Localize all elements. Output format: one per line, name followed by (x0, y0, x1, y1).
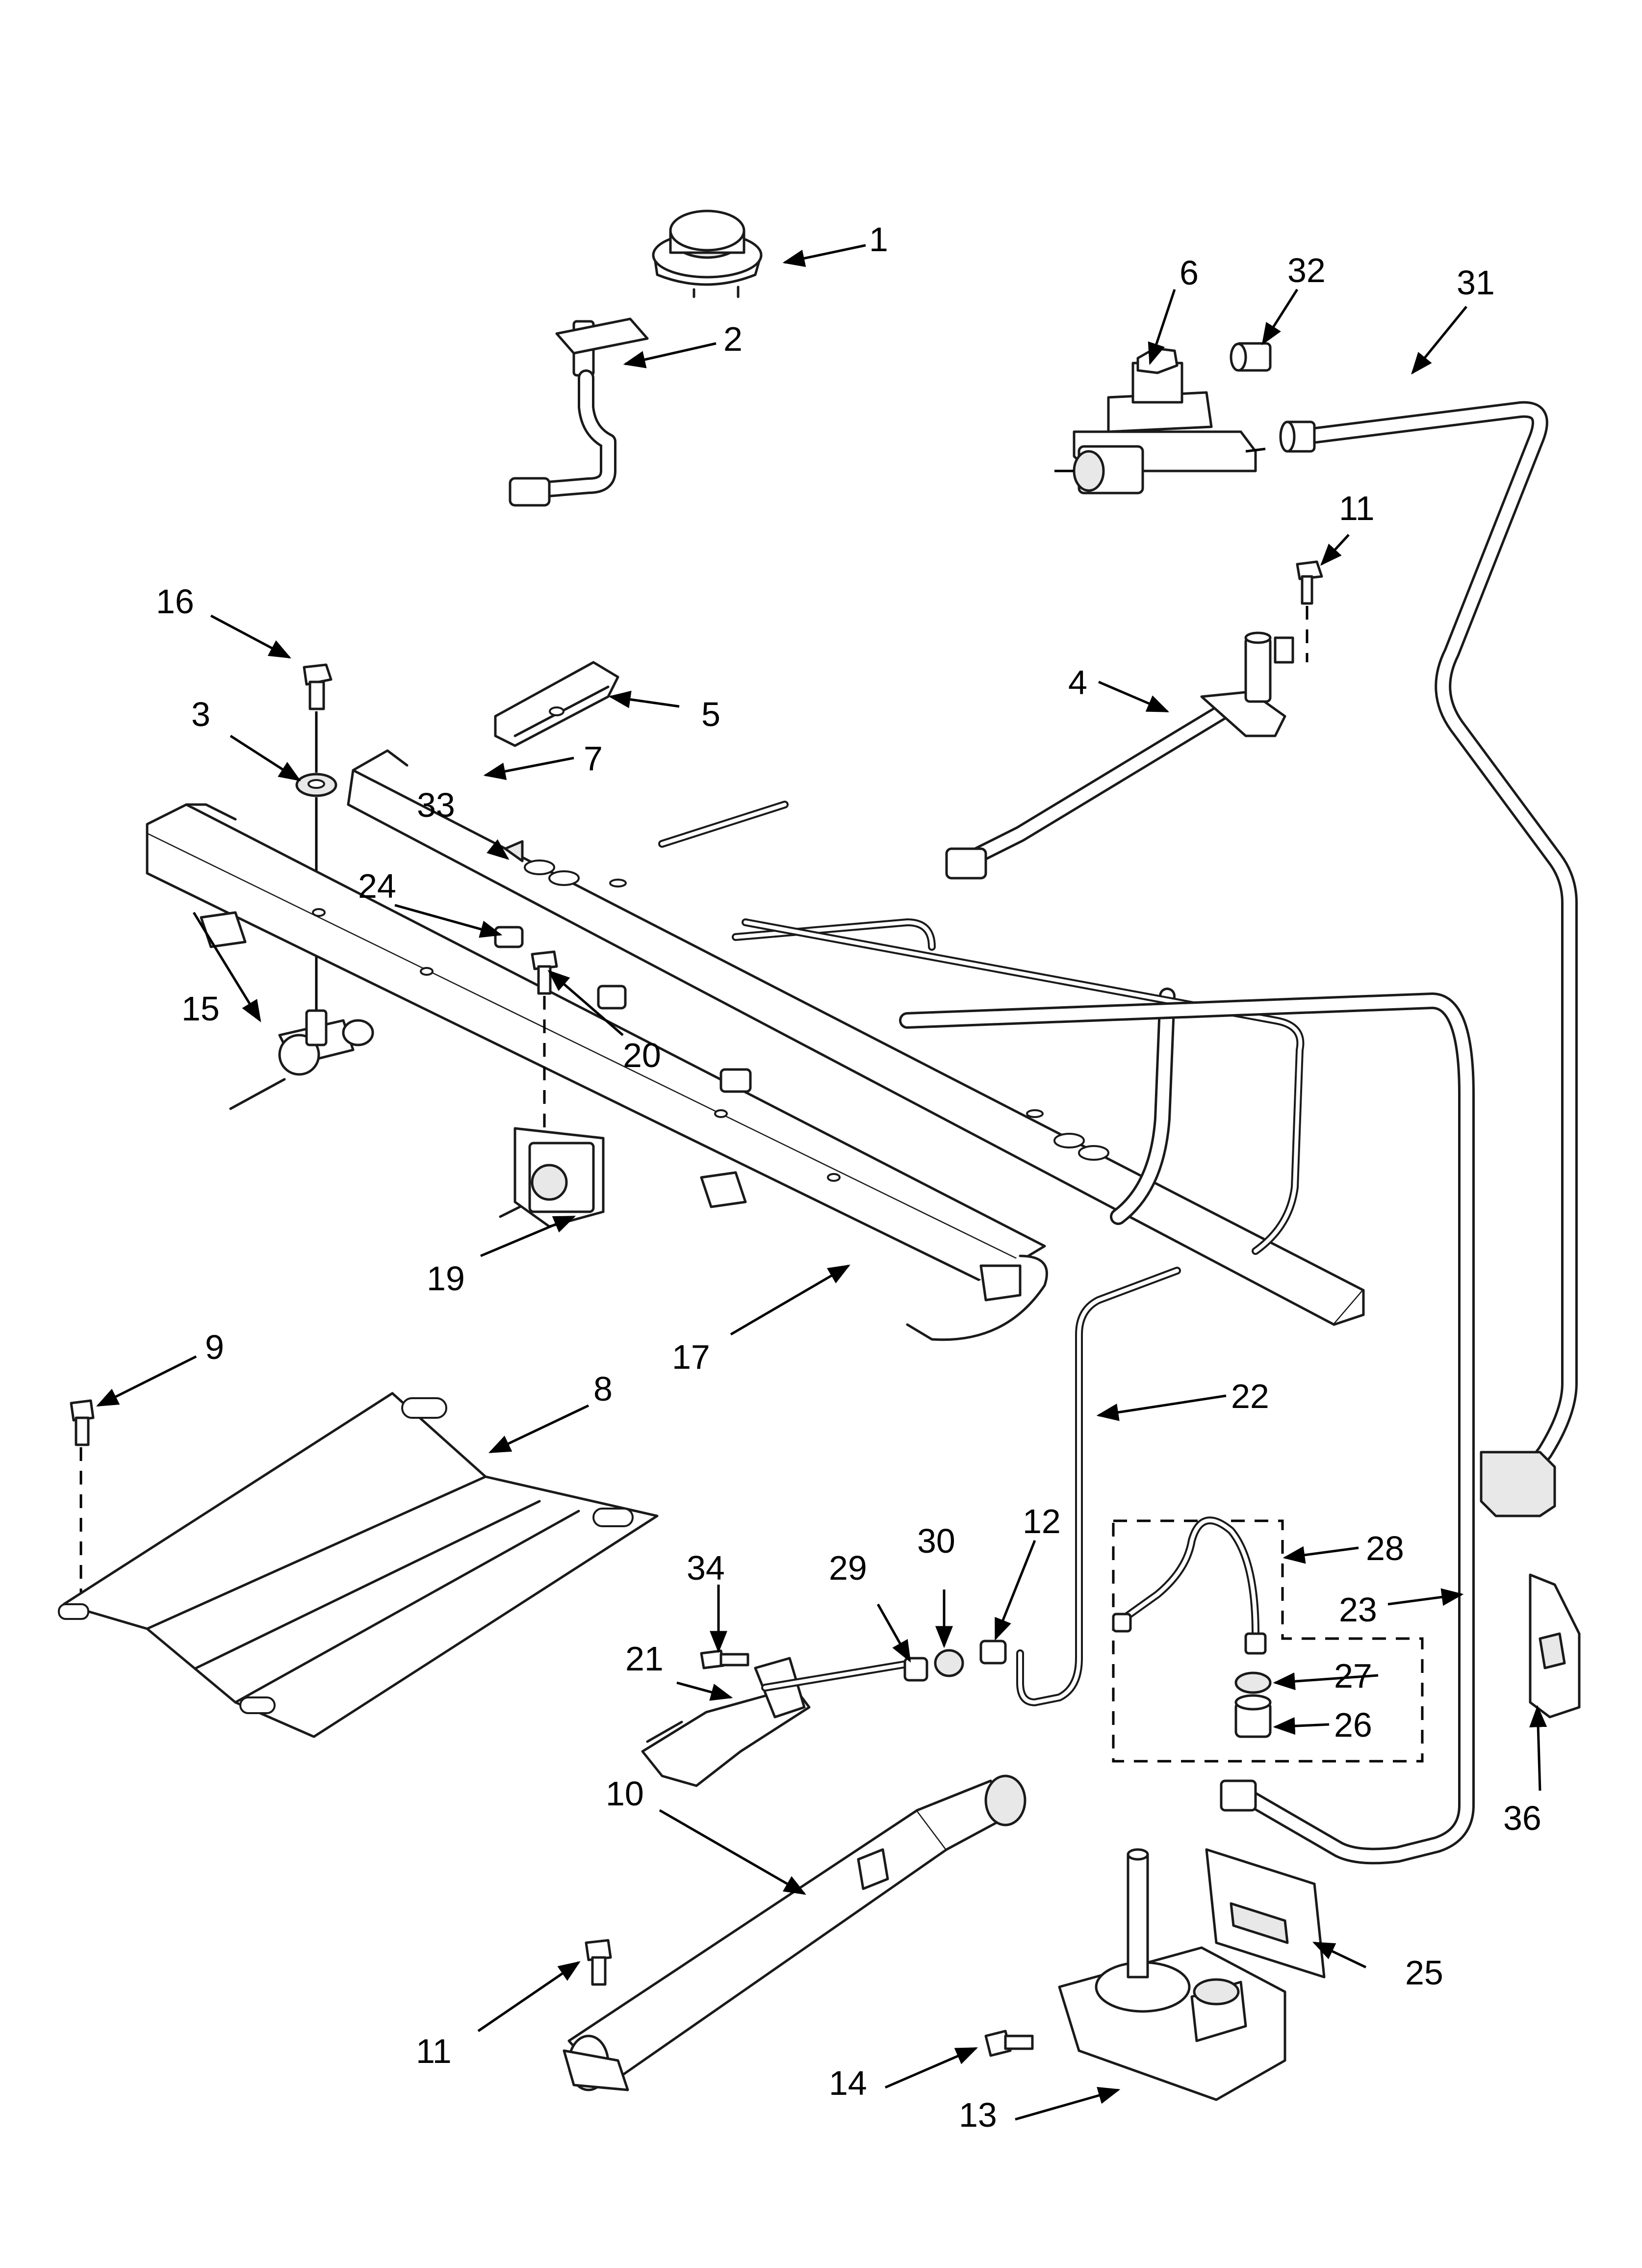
plate-25-part (1205, 1848, 1326, 1979)
callout-25: 25 (1405, 1954, 1443, 1992)
main-gas-tube-part (1279, 401, 1578, 1517)
callout-10: 10 (606, 1774, 644, 1813)
callout-34: 34 (687, 1549, 725, 1587)
leader-lines (96, 244, 1547, 2121)
callout-5: 5 (701, 695, 720, 733)
callout-27: 27 (1334, 1657, 1372, 1695)
callout-11-upper: 11 (1339, 489, 1375, 527)
callout-2: 2 (723, 320, 743, 358)
callout-3: 3 (191, 695, 210, 733)
callout-19: 19 (427, 1259, 465, 1298)
oven-burner-10-part (563, 1774, 1026, 2091)
callout-31: 31 (1457, 263, 1495, 302)
orifice-right-part (597, 985, 752, 1093)
callout-4: 4 (1068, 663, 1087, 702)
manifold-plate-part (347, 749, 1365, 1326)
callout-13: 13 (959, 2096, 997, 2134)
callout-24: 24 (358, 867, 396, 905)
fitting-26-part (1234, 1694, 1272, 1738)
safety-valve-13-part (1058, 1848, 1286, 2101)
callout-labels: 1 2 6 32 31 11 16 3 4 5 7 33 24 15 20 19… (156, 220, 1541, 2134)
fitting-12-part (979, 1640, 1007, 1665)
callout-20: 20 (623, 1036, 661, 1074)
callout-29: 29 (829, 1549, 867, 1587)
callout-17: 17 (672, 1338, 710, 1376)
screw-upper-part (1296, 560, 1323, 605)
callout-1: 1 (869, 220, 888, 259)
callout-22: 22 (1231, 1377, 1269, 1415)
callout-21: 21 (625, 1640, 664, 1678)
burner-valve-15-part (229, 1009, 374, 1110)
callout-32: 32 (1287, 251, 1326, 289)
callout-9: 9 (205, 1328, 224, 1366)
callout-16: 16 (156, 582, 194, 621)
callout-28: 28 (1366, 1529, 1404, 1567)
fitting-part (1230, 342, 1272, 372)
hose-kit-28-group (1112, 1516, 1424, 1763)
orifice-holder-part (509, 317, 649, 507)
callout-7: 7 (584, 739, 603, 778)
switch-19-part (499, 1127, 605, 1228)
callout-33: 33 (417, 786, 455, 824)
callout-12: 12 (1023, 1502, 1061, 1540)
screw-14-part (984, 2030, 1034, 2057)
callout-11-lower: 11 (416, 2032, 452, 2070)
gas-line-behind-part (658, 801, 1176, 1225)
callout-15: 15 (181, 990, 220, 1028)
callout-23: 23 (1339, 1590, 1377, 1629)
screw-16-part (303, 663, 333, 710)
heat-shield-8-part (58, 1392, 659, 1738)
screw-lower-part (585, 1939, 612, 1986)
burner-cap-part (652, 209, 763, 298)
bracket-36-part (1529, 1573, 1581, 1719)
screw-9-part (70, 1399, 95, 1446)
tube-23-part (899, 992, 1475, 1865)
washer-27-part (1234, 1671, 1272, 1694)
bracket-5-part (494, 661, 619, 747)
nut-30-part (934, 1649, 964, 1677)
callout-30: 30 (917, 1522, 955, 1560)
callout-36: 36 (1503, 1799, 1541, 1837)
pressure-regulator-part (1054, 347, 1266, 495)
callout-6: 6 (1180, 254, 1199, 292)
orifice-24-part (494, 926, 524, 948)
washer-3-part (295, 773, 337, 797)
orifice-29-part (903, 1657, 928, 1682)
orifice-bracket-21-part (641, 1657, 916, 1787)
front-manifold-part (146, 803, 1305, 1341)
callout-26: 26 (1334, 1706, 1372, 1744)
tube-22-part (1016, 1267, 1181, 1706)
burner-tube-part (945, 631, 1294, 880)
callout-14: 14 (829, 2064, 867, 2102)
callout-8: 8 (593, 1370, 613, 1408)
screw-34-part (700, 1649, 749, 1669)
